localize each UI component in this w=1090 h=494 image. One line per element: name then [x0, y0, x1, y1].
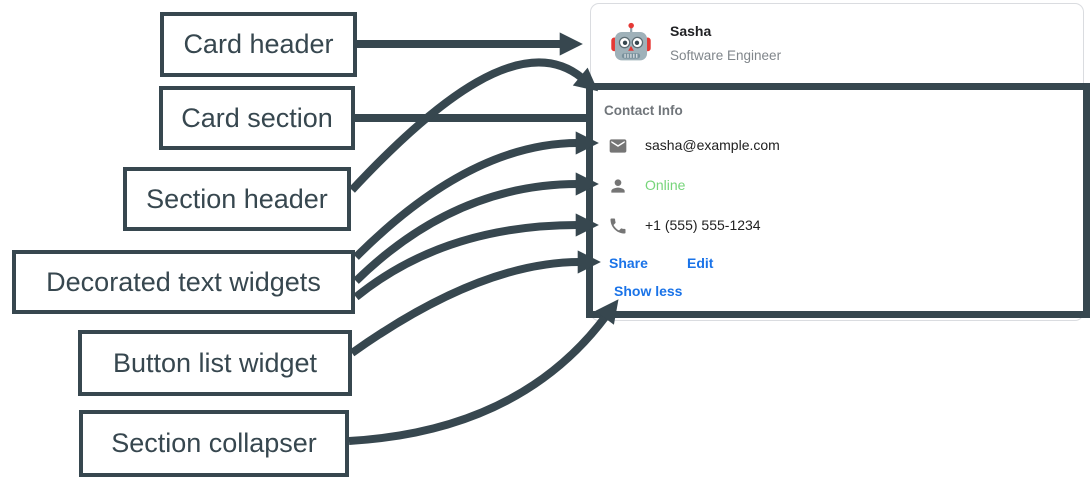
- section-collapser-link[interactable]: Show less: [614, 283, 683, 299]
- person-icon: [611, 179, 625, 193]
- arrow-section-header: [349, 58, 599, 193]
- callout-button-list-widget-text: Button list widget: [112, 347, 318, 378]
- decorated-text-phone: +1 (555) 555-1234: [591, 214, 1083, 238]
- callout-button-list-widget: Button list widget: [78, 330, 352, 396]
- phone-icon: [610, 218, 626, 234]
- decorated-text-status: Online: [591, 174, 1083, 198]
- card-header: Sasha Software Engineer: [591, 4, 1083, 86]
- email-text: sasha@example.com: [645, 137, 780, 153]
- callout-section-header: Section header: [123, 167, 351, 231]
- callout-card-header: Card header: [160, 12, 357, 77]
- contact-card: Sasha Software Engineer Contact Info sas…: [590, 3, 1084, 321]
- section-header-title: Contact Info: [604, 103, 683, 118]
- arrow-section-collapser: [348, 299, 619, 445]
- callout-card-section-text: Card section: [181, 102, 333, 133]
- phone-text: +1 (555) 555-1234: [645, 217, 761, 233]
- callout-card-header-text: Card header: [183, 29, 334, 59]
- callout-decorated-text-widgets-text: Decorated text widgets: [46, 266, 321, 297]
- callout-card-section: Card section: [159, 86, 355, 150]
- email-icon: [609, 139, 627, 153]
- card-subtitle: Software Engineer: [670, 48, 782, 63]
- decorated-text-email: sasha@example.com: [591, 134, 1083, 158]
- arrow-decorated-email: [353, 131, 599, 260]
- arrow-decorated-phone: [353, 213, 599, 301]
- arrow-decorated-status: [353, 172, 599, 284]
- robot-avatar-icon: [611, 22, 651, 61]
- card-title: Sasha: [670, 23, 712, 39]
- callout-section-header-text: Section header: [146, 183, 328, 214]
- callout-decorated-text-widgets: Decorated text widgets: [12, 250, 355, 314]
- status-text: Online: [645, 177, 686, 193]
- arrow-button-list: [349, 250, 601, 357]
- edit-button[interactable]: Edit: [687, 255, 714, 271]
- share-button[interactable]: Share: [609, 255, 648, 271]
- callout-section-collapser: Section collapser: [79, 410, 349, 477]
- callout-section-collapser-text: Section collapser: [111, 428, 317, 458]
